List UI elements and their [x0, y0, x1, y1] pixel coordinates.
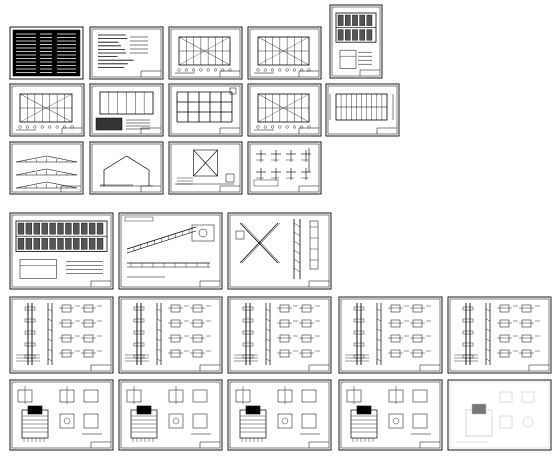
drawing-sheet-r2-2: [89, 83, 164, 137]
drawing-sheet-r1-2: [89, 26, 164, 80]
drawing-sheet-r1-3: [168, 26, 243, 80]
drawing-sheet-r4-2: [118, 212, 223, 290]
drawing-sheet-r5-2: [118, 296, 223, 374]
drawing-sheet-r5-1: [9, 296, 114, 374]
drawing-sheet-r2-1: [9, 83, 85, 137]
drawing-sheet-r1-1: [9, 26, 84, 80]
drawing-sheet-r6-4: [338, 379, 443, 451]
drawing-sheet-r6-2: [118, 379, 223, 451]
drawing-sheet-r6-5: [447, 379, 552, 451]
drawing-sheet-r3-4: [247, 141, 322, 195]
drawing-sheet-r5-4: [338, 296, 443, 374]
drawing-sheet-r3-3: [168, 141, 243, 195]
drawing-sheet-r1-4: [247, 26, 322, 80]
drawing-sheet-r6-1: [9, 379, 114, 451]
drawing-sheet-r2-3: [168, 83, 243, 137]
drawing-sheet-r3-1: [9, 141, 84, 195]
drawing-sheet-r4-3: [227, 212, 332, 290]
drawing-sheet-r5-5: [447, 296, 552, 374]
drawing-sheet-r4-1: [9, 212, 114, 290]
drawing-sheet-r3-2: [89, 141, 164, 195]
drawing-sheet-r6-3: [227, 379, 332, 451]
drawing-sheet-r2-4: [247, 83, 322, 137]
drawing-sheet-r5-3: [227, 296, 332, 374]
drawing-sheet-r1-5: [329, 4, 383, 79]
drawing-sheet-r2-5: [325, 83, 400, 137]
